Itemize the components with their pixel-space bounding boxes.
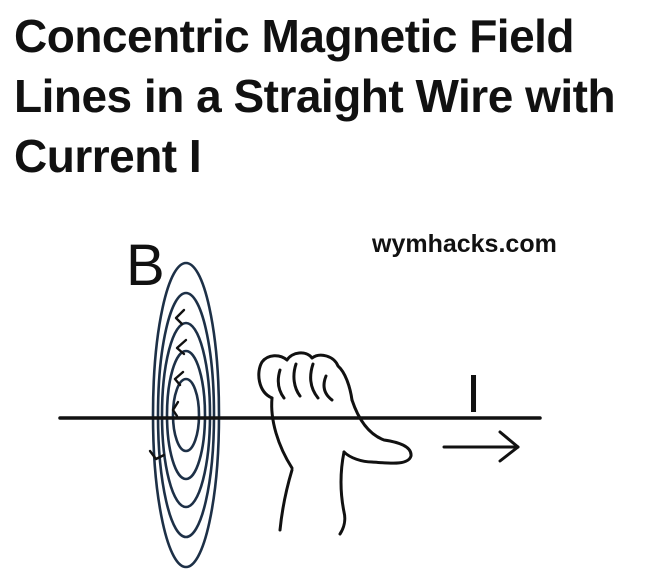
- palm-left-edge: [270, 396, 294, 470]
- direction-mark-5: [148, 449, 166, 461]
- finger-crease-4: [322, 374, 334, 402]
- arrow-right-icon: [442, 430, 520, 463]
- field-label-b: B: [126, 233, 165, 298]
- wrist-left-edge: [278, 468, 294, 532]
- finger-crease-1: [276, 368, 286, 400]
- wrist-right-edge: [338, 450, 347, 536]
- direction-mark-3: [173, 370, 185, 387]
- direction-mark-1: [174, 308, 186, 326]
- watermark-text: wymhacks.com: [372, 230, 557, 258]
- page-title: Concentric Magnetic Field Lines in a Str…: [14, 10, 616, 182]
- finger-crease-3: [309, 362, 320, 400]
- arrow-head: [498, 430, 520, 463]
- right-hand-grip-icon: [257, 351, 413, 536]
- field-loop-4: [165, 349, 207, 481]
- thumb-outline: [342, 398, 413, 465]
- current-label-i: I: [466, 364, 481, 424]
- field-loop-2: [156, 291, 216, 539]
- field-loop-3: [160, 321, 212, 509]
- field-loop-1: [151, 261, 221, 569]
- field-direction-marks: [148, 308, 188, 461]
- finger-crease-2: [292, 362, 302, 398]
- direction-mark-2: [175, 338, 188, 356]
- direction-mark-4: [171, 400, 180, 418]
- field-lines: [151, 261, 221, 569]
- field-loop-5: [171, 377, 201, 453]
- finger-outline: [257, 351, 354, 402]
